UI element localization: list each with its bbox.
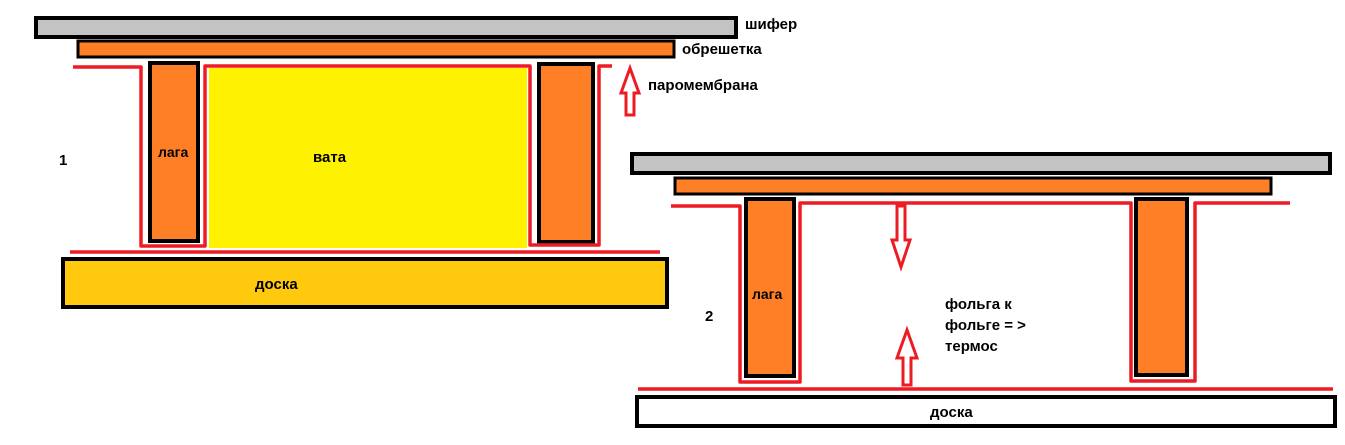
diagram-1-number: 1 <box>59 152 68 169</box>
foil-note-label: фольга к фольге = > термос <box>945 296 1026 355</box>
board-2-label: доска <box>930 404 973 421</box>
wool-label: вата <box>313 149 347 166</box>
joist-2-right <box>1134 197 1189 377</box>
heat-arrow-down-icon <box>889 204 913 272</box>
joist-2-left <box>744 197 796 378</box>
diagram-2 <box>630 152 1337 428</box>
diagram-2-number: 2 <box>705 308 714 325</box>
slate-label: шифер <box>745 16 798 33</box>
board-2 <box>635 395 1337 428</box>
joist-1-right <box>537 62 595 244</box>
board-1 <box>61 257 669 309</box>
foil-membrane-2-top <box>671 201 1290 384</box>
slate-sheet-2 <box>630 152 1332 175</box>
board-1-label: доска <box>255 276 298 293</box>
heat-arrow-up-icon <box>894 325 920 387</box>
joist-1-label: лага <box>158 144 189 160</box>
mineral-wool <box>209 68 527 248</box>
membrane-label: паромембрана <box>648 77 758 94</box>
batten-1 <box>76 39 676 59</box>
batten-label: обрешетка <box>682 41 762 58</box>
joist-1-left <box>148 61 200 243</box>
vapour-membrane-1 <box>73 64 612 248</box>
vapour-arrow-up-icon <box>618 63 642 117</box>
diagram-1 <box>34 16 738 309</box>
joist-2-label: лага <box>752 286 783 302</box>
slate-sheet-1 <box>34 16 738 39</box>
batten-2 <box>673 176 1273 196</box>
